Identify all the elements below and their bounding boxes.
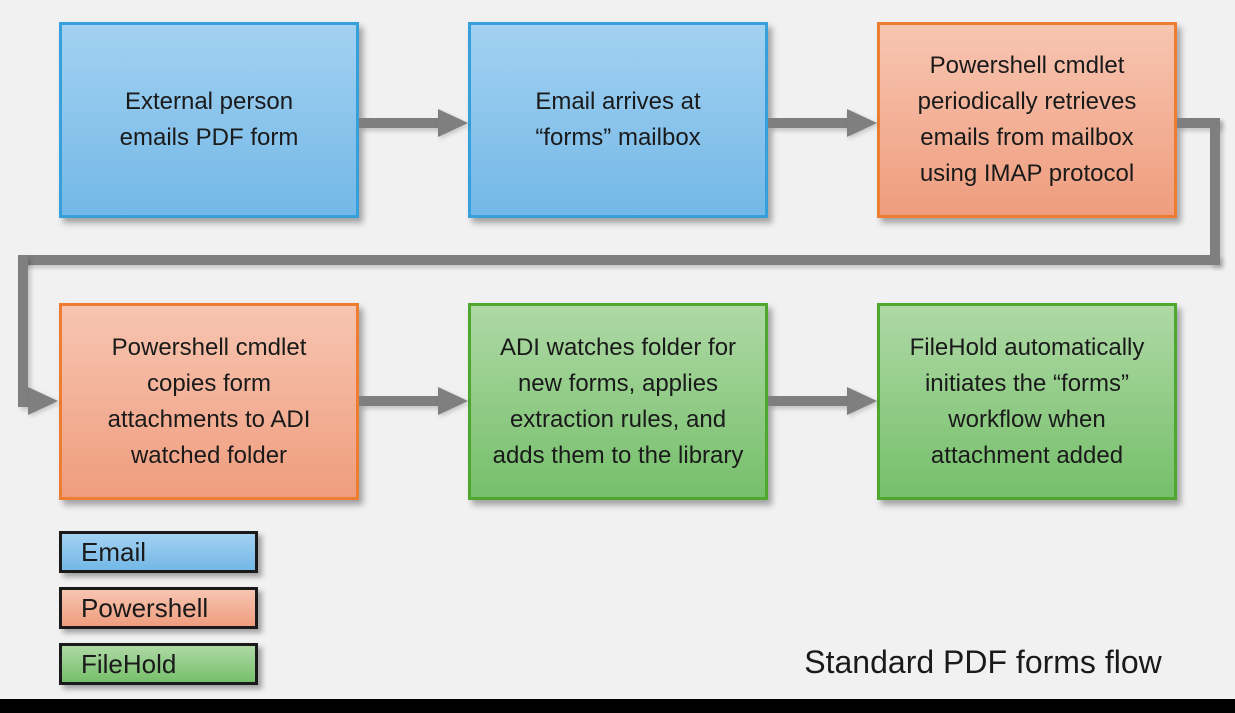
flow-node-email-arrives-mailbox: Email arrives at “forms” mailbox [468, 22, 768, 218]
connector-segment-long-horizontal [18, 255, 1220, 265]
flow-node-powershell-copies-attachments: Powershell cmdlet copies form attachment… [59, 303, 359, 500]
flow-node-label: Email arrives at “forms” mailbox [535, 88, 701, 151]
legend-item-powershell: Powershell [59, 587, 258, 629]
arrow-head-icon [438, 387, 468, 415]
legend-item-email: Email [59, 531, 258, 573]
arrow-shaft-n1-n2 [359, 118, 439, 128]
flow-node-external-person-emails-pdf: External person emails PDF form [59, 22, 359, 218]
flow-node-label: Powershell cmdlet copies form attachment… [107, 333, 311, 469]
arrow-head-icon [847, 109, 877, 137]
flow-node-label: FileHold automatically initiates the “fo… [909, 333, 1145, 469]
legend-label: Powershell [81, 592, 209, 623]
arrow-shaft-n5-n6 [768, 396, 848, 406]
bottom-black-bar [0, 699, 1235, 713]
diagram-title: Standard PDF forms flow [804, 644, 1162, 680]
flow-node-powershell-retrieves-imap: Powershell cmdlet periodically retrieves… [877, 22, 1177, 218]
legend-label: FileHold [81, 648, 177, 679]
arrow-head-icon [28, 387, 58, 415]
flow-node-label: Powershell cmdlet periodically retrieves… [917, 52, 1137, 187]
arrow-head-icon [438, 109, 468, 137]
connector-segment-left-vertical [18, 255, 28, 407]
legend-label: Email [81, 536, 147, 567]
flow-node-label: External person emails PDF form [119, 88, 299, 151]
flow-node-adi-watches-folder: ADI watches folder for new forms, applie… [468, 303, 768, 500]
connector-segment-right-horizontal [1177, 118, 1220, 128]
connector-segment-right-vertical [1210, 118, 1220, 265]
flow-node-label: ADI watches folder for new forms, applie… [492, 333, 744, 469]
flow-node-filehold-initiates-workflow: FileHold automatically initiates the “fo… [877, 303, 1177, 500]
arrow-shaft-n4-n5 [359, 396, 439, 406]
legend-item-filehold: FileHold [59, 643, 258, 685]
arrow-head-icon [847, 387, 877, 415]
arrow-shaft-n2-n3 [768, 118, 848, 128]
